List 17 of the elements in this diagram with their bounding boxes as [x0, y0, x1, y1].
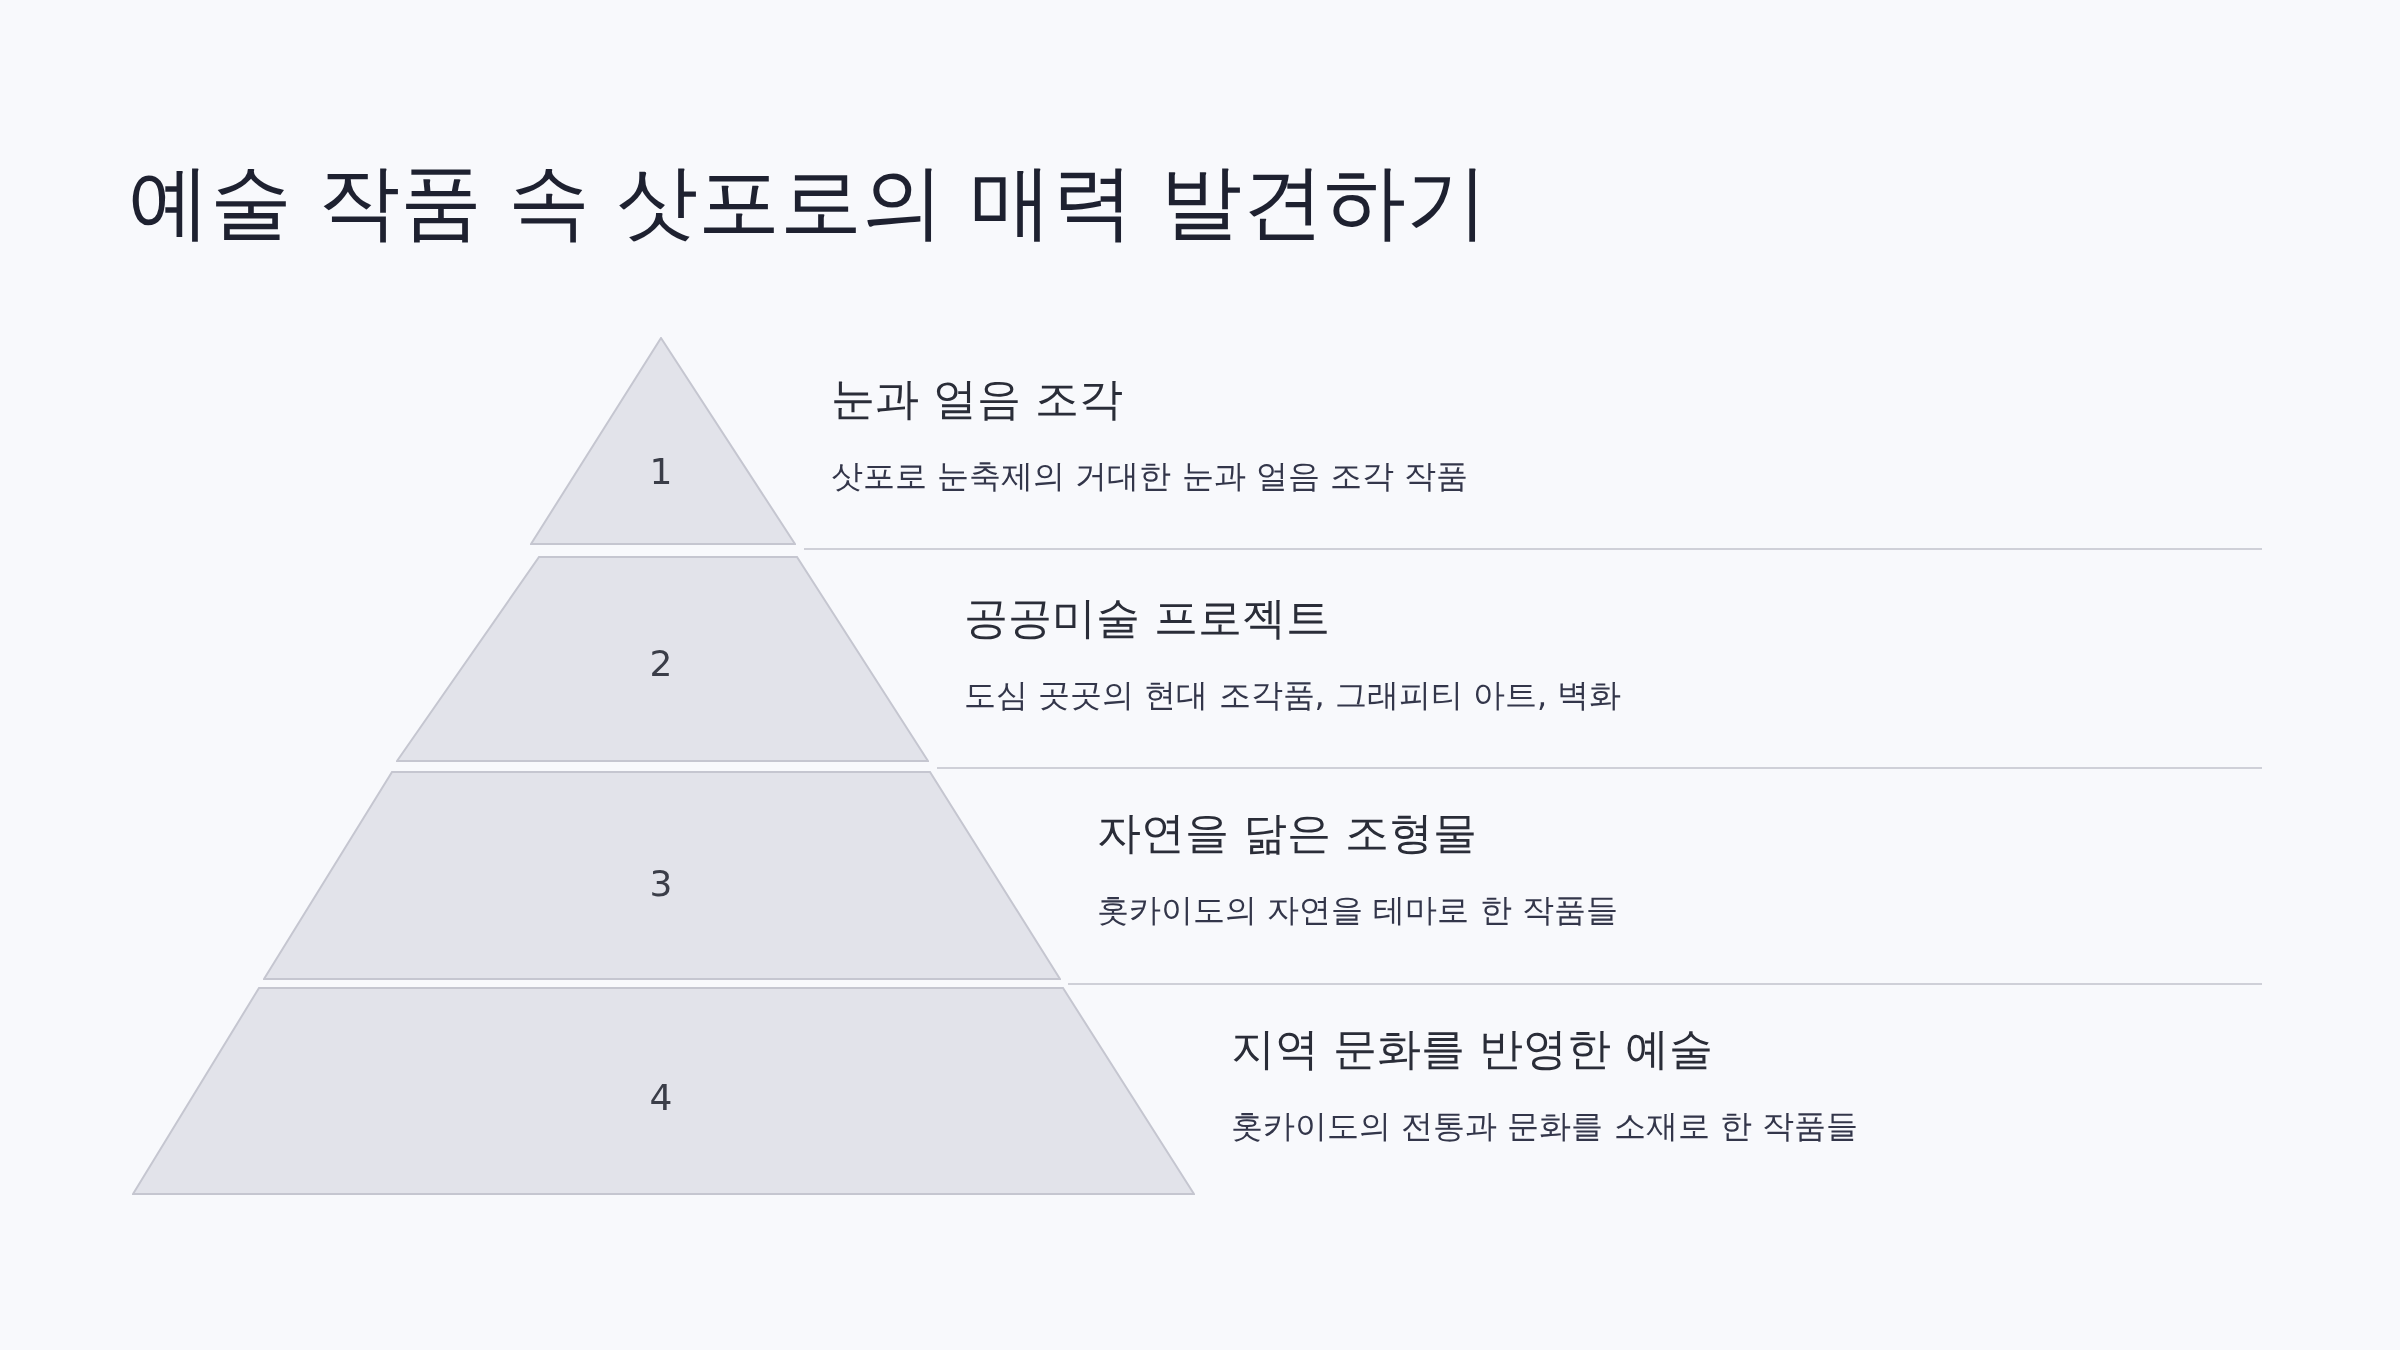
tier-heading: 지역 문화를 반영한 예술 [1231, 1022, 1713, 1076]
tier-description: 홋카이도의 전통과 문화를 소재로 한 작품들 [1231, 1106, 1858, 1147]
pyramid-tier [396, 556, 929, 762]
tier-heading: 공공미술 프로젝트 [964, 591, 1330, 645]
tier-number: 3 [649, 862, 673, 904]
tier-number: 1 [649, 450, 673, 492]
pyramid-tier [263, 771, 1061, 980]
tier-number: 4 [649, 1076, 673, 1118]
tier-description: 도심 곳곳의 현대 조각품, 그래피티 아트, 벽화 [964, 675, 1622, 716]
pyramid-tier [132, 987, 1195, 1195]
tier-heading: 자연을 닮은 조형물 [1097, 806, 1477, 860]
tier-number: 2 [649, 642, 673, 684]
tier-heading: 눈과 얼음 조각 [831, 372, 1123, 426]
title: 예술 작품 속 삿포로의 매력 발견하기 [128, 153, 1489, 251]
tier-description: 홋카이도의 자연을 테마로 한 작품들 [1097, 890, 1618, 931]
tier-description: 삿포로 눈축제의 거대한 눈과 얼음 조각 작품 [831, 456, 1469, 497]
pyramid-tier [530, 337, 796, 545]
